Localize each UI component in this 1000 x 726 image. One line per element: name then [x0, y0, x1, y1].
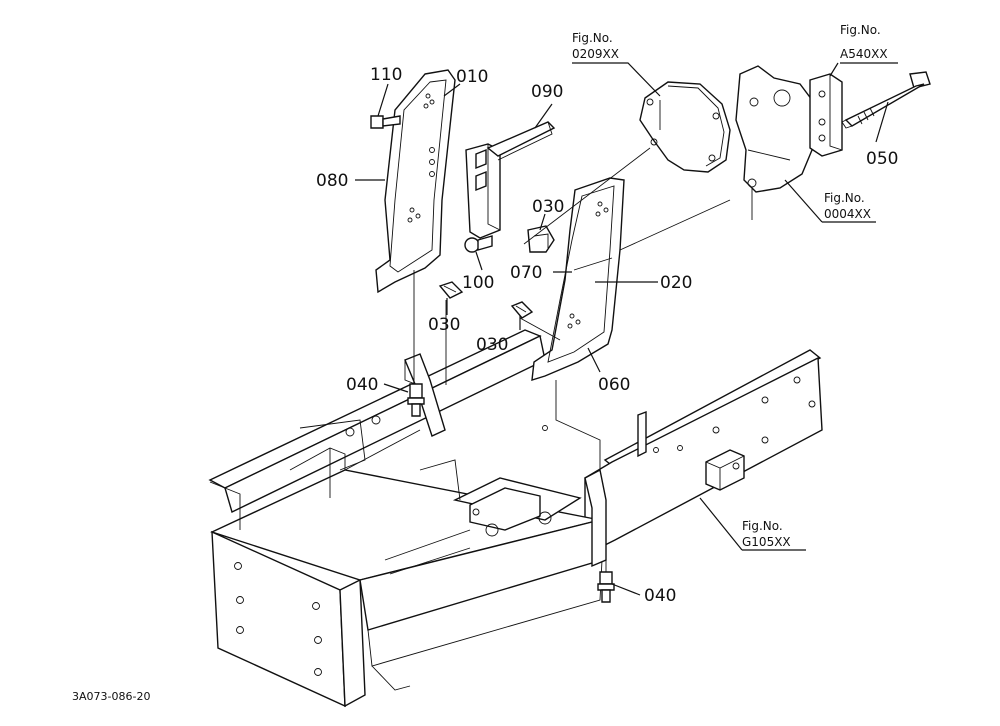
callout-080: 080	[316, 171, 348, 191]
bracket-090	[465, 121, 556, 239]
callout-030-upper: 030	[532, 197, 564, 217]
bolt-040-upper	[407, 383, 425, 417]
clip-030-middle	[510, 301, 534, 319]
front-plate-holes	[234, 562, 322, 676]
drawing-code: 3A073-086-20	[72, 690, 150, 703]
callout-030-middle: 030	[476, 335, 508, 355]
right-cover-020	[531, 177, 625, 381]
callout-010: 010	[456, 67, 488, 87]
fig-ref-1-caption: Fig.No.	[572, 31, 613, 45]
callout-060: 060	[598, 375, 630, 395]
leader-lines	[355, 62, 898, 596]
fig-ref-2-code: A540XX	[840, 47, 888, 61]
callout-040-lower: 040	[644, 586, 676, 606]
frame-chassis	[208, 329, 823, 708]
fig-ref-4-code: G105XX	[742, 535, 791, 549]
callout-100: 100	[462, 273, 494, 293]
figure-references: Fig.No. 0209XX Fig.No. A540XX Fig.No. 00…	[572, 23, 888, 549]
rail-holes	[542, 376, 816, 453]
callout-040-upper: 040	[346, 375, 378, 395]
left-cover-080	[375, 69, 456, 294]
plate-a540	[809, 73, 843, 157]
alignment-lines	[413, 147, 731, 572]
callout-070: 070	[510, 263, 542, 283]
callout-020: 020	[660, 273, 692, 293]
callout-030-left: 030	[428, 315, 460, 335]
clip-030-upper	[527, 225, 555, 253]
bolt-100	[464, 235, 493, 253]
bolt-040-lower	[597, 571, 615, 603]
pump-housing-0209	[639, 81, 731, 173]
part-callouts: 110 010 090 080 030 070 100 020 030 030 …	[316, 65, 898, 606]
fig-ref-3-caption: Fig.No.	[824, 191, 865, 205]
fig-ref-2-caption: Fig.No.	[840, 23, 881, 37]
fig-ref-3-code: 0004XX	[824, 207, 871, 221]
callout-090: 090	[531, 82, 563, 102]
bolt-050	[841, 71, 931, 129]
callout-110: 110	[370, 65, 402, 85]
mount-bracket-0004	[735, 65, 813, 220]
callout-050: 050	[866, 149, 898, 169]
bolt-110	[370, 115, 401, 129]
fig-ref-4-caption: Fig.No.	[742, 519, 783, 533]
fig-ref-1-code: 0209XX	[572, 47, 619, 61]
clip-030-left	[438, 281, 464, 299]
